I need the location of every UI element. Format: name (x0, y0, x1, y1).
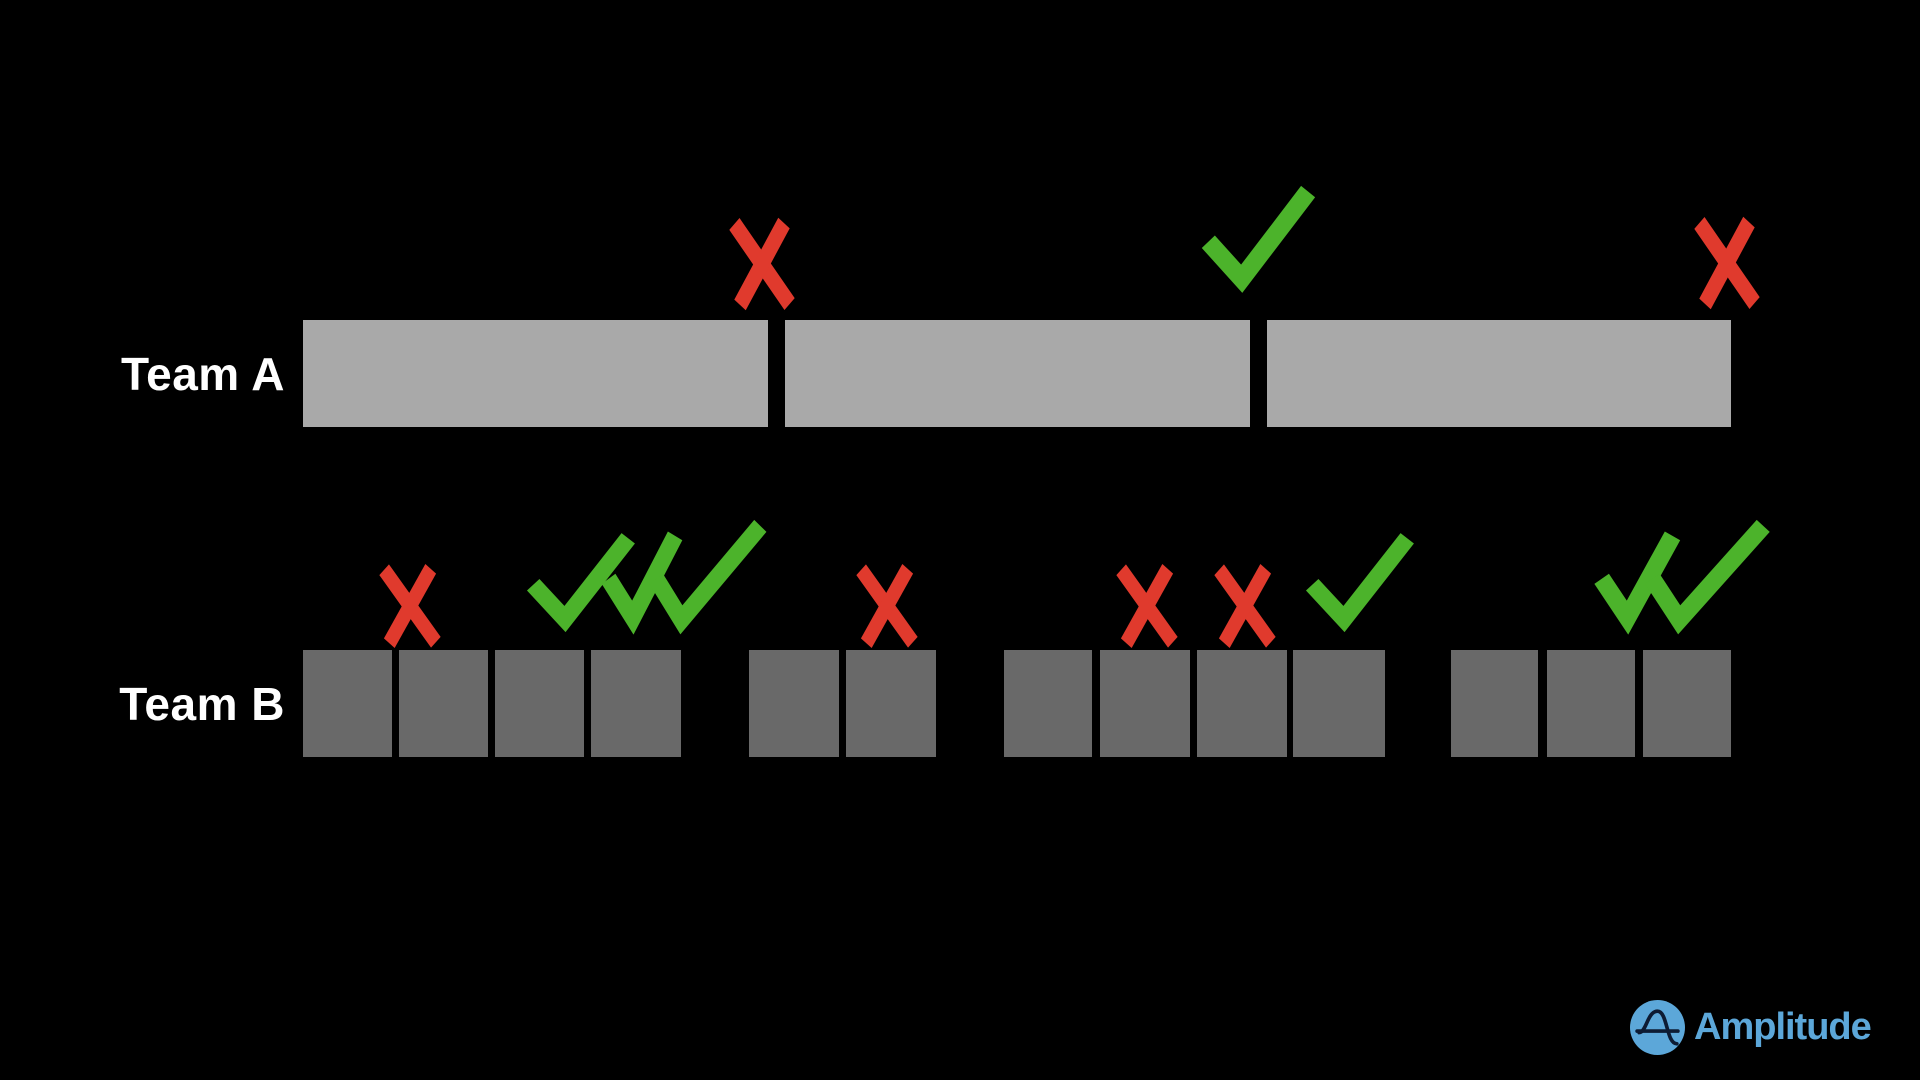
team-b-release-block (1643, 650, 1731, 757)
team-b-release-block (846, 650, 936, 757)
team-a-release-block (303, 320, 768, 427)
double-check-icon (601, 519, 767, 635)
check-icon (1201, 185, 1316, 293)
team-b-release-block (591, 650, 681, 757)
x-mark-icon (856, 563, 918, 649)
check-icon (526, 533, 635, 633)
team-b-release-block (1197, 650, 1287, 757)
x-mark-icon (379, 563, 441, 649)
team-b-release-block (399, 650, 488, 757)
amplitude-logo-text: Amplitude (1694, 1006, 1872, 1048)
team-a-release-block (785, 320, 1250, 427)
team-a-release-block (1267, 320, 1731, 427)
x-mark-icon (1214, 563, 1276, 649)
x-mark-icon (1116, 563, 1178, 649)
team-b-release-block (303, 650, 392, 757)
x-mark-icon (1694, 216, 1760, 310)
amplitude-wave-icon (1630, 1000, 1685, 1055)
row-label-team-b: Team B (119, 677, 285, 730)
x-mark-icon (729, 217, 795, 311)
team-b-release-block (1004, 650, 1092, 757)
team-b-release-block (495, 650, 584, 757)
team-b-release-block (1293, 650, 1385, 757)
amplitude-logo: Amplitude (1630, 1000, 1872, 1055)
team-b-release-block (1547, 650, 1635, 757)
team-b-release-block (1451, 650, 1538, 757)
check-icon (1305, 533, 1414, 633)
double-check-icon (1594, 519, 1770, 635)
row-label-team-a: Team A (120, 347, 285, 400)
team-b-release-block (1100, 650, 1190, 757)
team-b-release-block (749, 650, 839, 757)
